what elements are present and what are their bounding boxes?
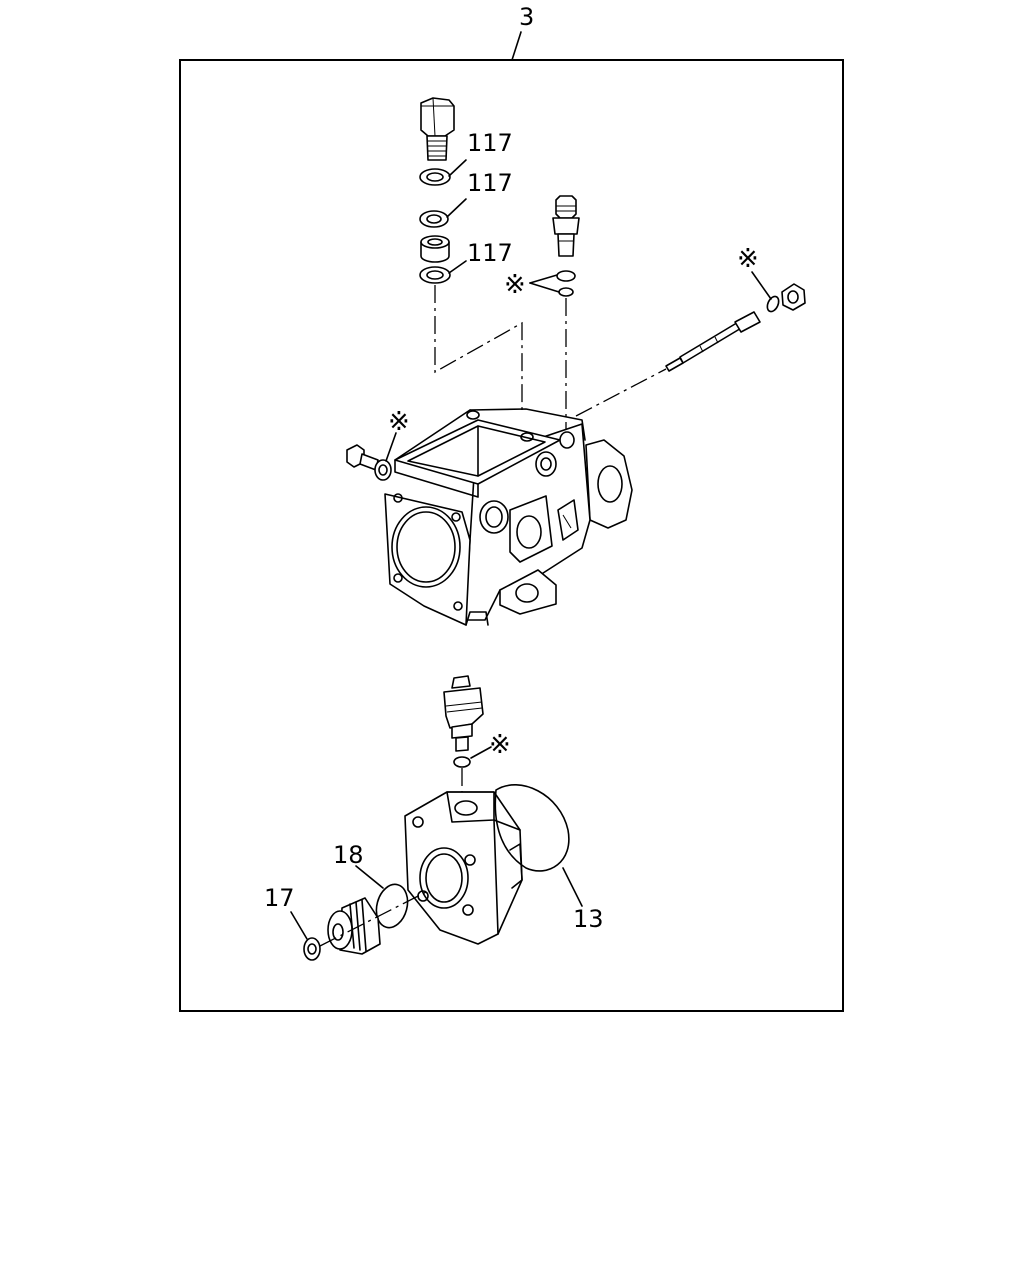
threaded-plug [327,897,381,955]
pump-housing [384,408,633,626]
stud-centerline [575,368,667,417]
o-ring-stud [766,295,780,313]
large-o-ring [494,784,570,872]
leader-star-top-right [751,271,772,300]
spacer-sleeve [420,235,450,263]
callout-117-second: 117 [467,169,513,197]
washer-left [374,459,392,481]
leader-star-left [385,432,397,462]
callout-star-top-right: ※ [737,244,759,274]
o-ring-sensor [453,756,471,768]
leader-star-lower [470,746,492,759]
leader-star-top-center-b [529,282,560,293]
seal-washer-1 [419,168,451,186]
leader-117-3 [448,260,467,274]
callout-117-third: 117 [467,239,513,267]
o-ring-fitting-upper [556,270,576,282]
o-ring-fitting-lower [558,287,574,297]
callout-117-first: 117 [467,129,513,157]
frame-leader-line [511,31,522,61]
callout-star-lower: ※ [489,730,511,760]
callout-17: 17 [264,884,295,912]
small-bolt [346,444,379,471]
callout-star-top-center: ※ [504,270,526,300]
banjo-bolt [420,97,455,161]
frame-label: 3 [519,3,535,31]
leader-star-top-center-a [529,274,558,284]
leader-17 [290,911,308,940]
o-ring-18 [375,883,409,929]
pressure-fitting [552,195,580,257]
washer-17 [303,937,321,961]
hex-nut [781,283,806,311]
leader-117-1 [448,159,467,177]
leader-13 [562,867,583,907]
callout-star-left: ※ [388,407,410,437]
bolt-centerline [434,285,523,410]
callout-13: 13 [573,905,604,933]
long-stud [665,311,761,372]
seal-washer-3 [419,266,451,284]
plug-centerline [319,889,431,947]
leader-117-2 [446,198,467,218]
solenoid-sensor [443,675,484,752]
callout-18: 18 [333,841,364,869]
seal-washer-2 [419,210,449,228]
valve-block [404,791,523,945]
leader-18 [355,865,384,889]
